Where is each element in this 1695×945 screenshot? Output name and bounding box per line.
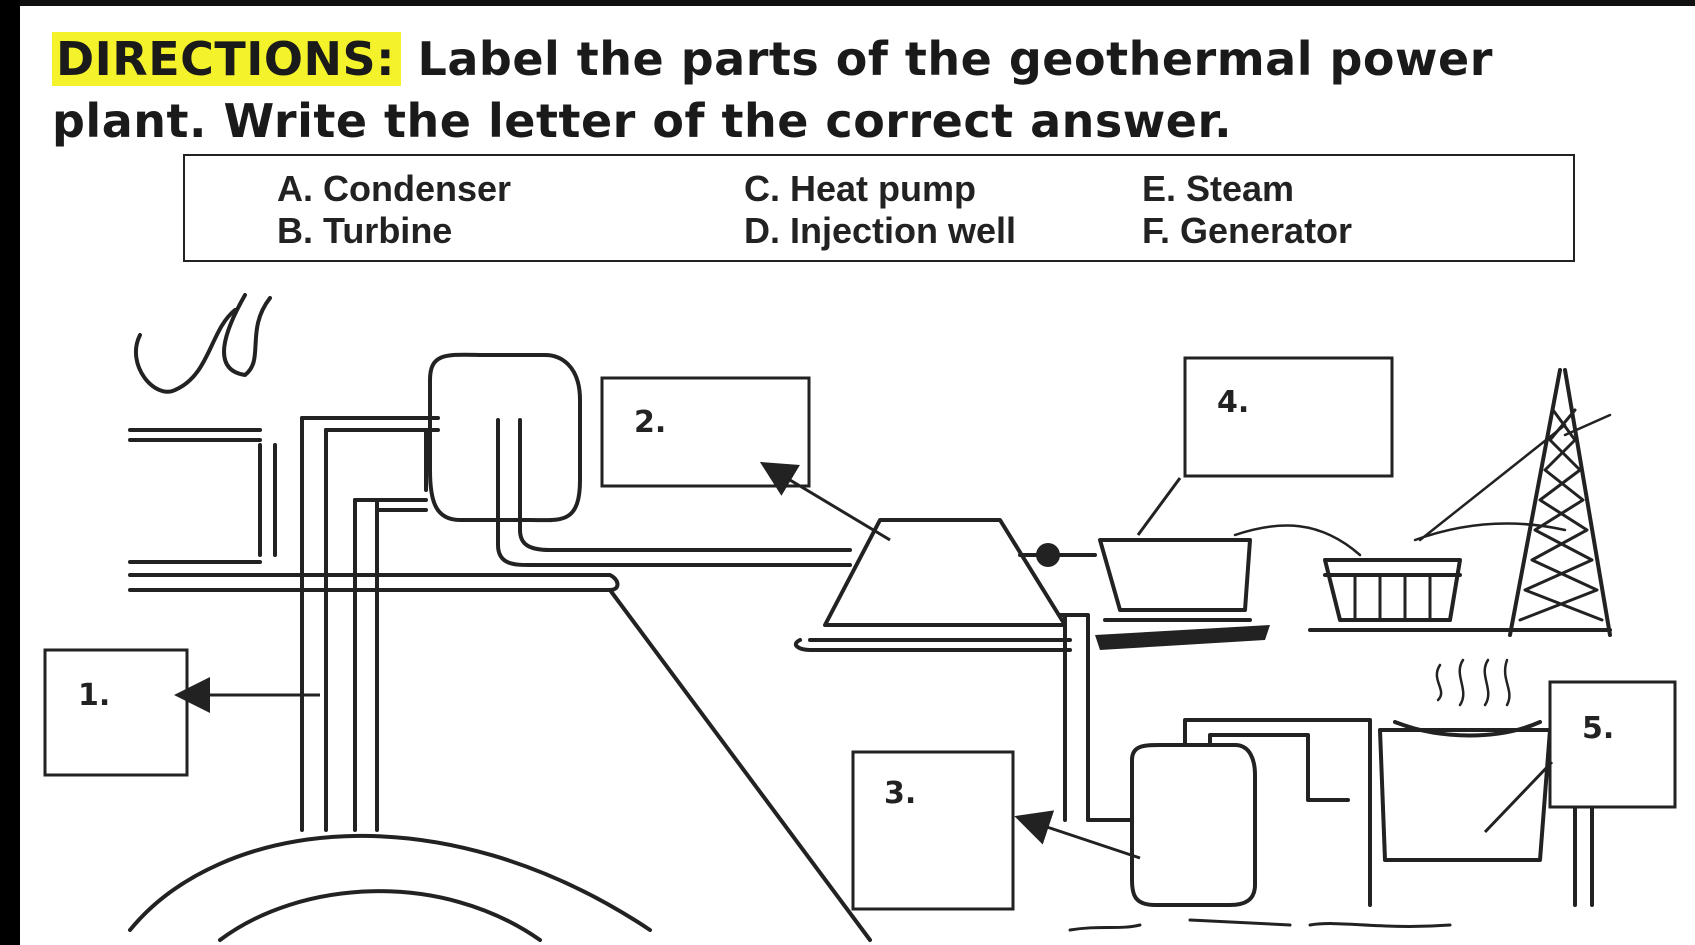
cooling-loop-pipes [1183,718,1372,907]
pointer-line-5 [1483,760,1554,834]
label-box-2-number: 2. [634,405,666,440]
top-divider [20,0,1695,6]
production-pipe-inner [353,498,379,832]
reservoir-arc-inner [218,889,542,942]
cooling-tower-top [1393,720,1542,738]
cooling-tower-right [1378,728,1552,862]
generator-body [1098,538,1252,612]
choice-e: E. Steam [1142,168,1295,209]
choice-d: D. Injection well [744,210,1017,251]
steam-wisps-right [1435,658,1511,707]
label-box-4[interactable] [1183,356,1394,478]
transmission-tower-lattice [1518,408,1604,622]
worksheet-page: DIRECTIONS: Label the parts of the geoth… [20,0,1695,945]
pointer-line-4 [1136,477,1182,536]
arrow-2 [759,461,891,542]
turbine-housing [823,518,1067,627]
power-lines [1233,413,1612,557]
label-box-5[interactable] [1548,680,1677,809]
reservoir-arc-outer [128,833,652,932]
label-box-5-number: 5. [1582,711,1614,746]
arrow-3 [1014,810,1141,860]
turbine-exhaust-pipe [1058,613,1090,822]
label-box-4-number: 4. [1217,385,1249,420]
label-box-3[interactable] [851,750,1015,911]
steam-line-outer [496,418,852,567]
turbine-base [793,638,1072,652]
choice-f: F. Generator [1142,210,1353,251]
label-box-1[interactable] [43,648,189,777]
choice-b: B. Turbine [277,210,453,251]
steam-wisp-left-2 [222,293,272,377]
transmission-tower-legs [1508,368,1612,637]
pipe-branch [324,428,428,512]
reinjection-pipes [1573,798,1594,907]
directions-label: DIRECTIONS: [52,32,402,86]
label-box-3-number: 3. [884,776,916,811]
generator-shadow [1095,625,1270,650]
directions-heading: DIRECTIONS: Label the parts of the geoth… [52,28,1512,152]
separator-vessel [428,352,582,523]
choice-c: C. Heat pump [744,168,977,209]
steam-wisp-left-1 [133,308,237,394]
left-pipe-stub [258,443,277,557]
shaft-coupling [1036,543,1060,567]
geothermal-plant-diagram: 1. 2. 3. 4. 5. [43,293,1677,942]
directions-text: Label the parts of the geothermal power … [52,32,1493,148]
bottom-ground-line [1068,918,1452,932]
choice-a: A. Condenser [277,168,512,209]
cooling-tower-rim [128,428,262,442]
steam-line-inner [518,418,852,552]
production-pipe-outer [300,416,328,832]
label-box-1-number: 1. [78,678,110,713]
condenser-vessel [1130,743,1257,907]
answer-choices-box: A. Condenser B. Turbine C. Heat pump D. … [183,154,1575,262]
terrain-slope [608,588,872,942]
transformer-fins [1353,573,1432,622]
transformer [1323,558,1462,622]
